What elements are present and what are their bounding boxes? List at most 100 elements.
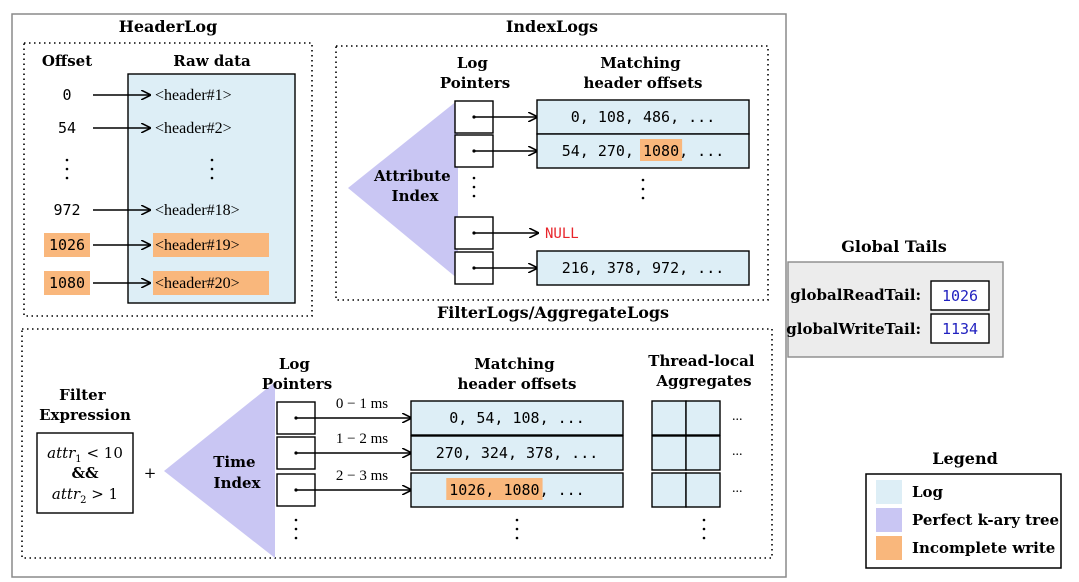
- filter-offsets-ellipsis-dot: [515, 527, 519, 531]
- filter-log-pointers-header: Log Pointers: [262, 355, 332, 393]
- attribute-index-label-line1: Attribute: [373, 167, 451, 185]
- thread-aggregate-cell: [685, 435, 721, 471]
- filter-log-pointers-header-line1: Log: [279, 355, 311, 373]
- index-pointer-ellipsis-dot: [472, 185, 476, 189]
- raw-data-ellipsis-dot: [210, 158, 214, 162]
- thread-aggregate-cell: [651, 435, 687, 471]
- filter-expression-line2: attr2 > 1: [52, 485, 118, 506]
- thread-aggregate-cell: [685, 472, 721, 508]
- offset-incomplete-highlight: [44, 233, 90, 257]
- time-index-label: Time Index: [213, 453, 261, 492]
- filterlogs-title: FilterLogs/AggregateLogs: [437, 303, 669, 322]
- attr-1-subscript: 1: [75, 454, 81, 465]
- header-raw-data: <header#20>: [155, 275, 240, 292]
- offset-ellipsis: [65, 158, 69, 180]
- filter-expression-box: [36, 432, 134, 514]
- index-offsets-part: 1080: [643, 142, 679, 160]
- global-read-tail-label: globalReadTail:: [790, 286, 921, 304]
- indexlogs-section: IndexLogs Log Pointers Matching header o…: [335, 17, 769, 301]
- legend-swatch-tree: [876, 508, 902, 532]
- thread-aggregate-cell: [651, 400, 687, 436]
- raw-data-log: [127, 73, 296, 304]
- raw-data-ellipsis-dot: [210, 167, 214, 171]
- header-raw-data: <header#1>: [155, 87, 232, 104]
- offset-ellipsis-dot: [65, 167, 69, 171]
- aggregate-column-ellipsis-dot: [702, 536, 706, 540]
- filter-expression-and: &&: [71, 464, 99, 482]
- index-log-pointers-header-line2: Pointers: [440, 74, 510, 92]
- index-pointer-ellipsis: [472, 176, 476, 198]
- filter-matching-offsets-header: Matching header offsets: [457, 355, 576, 393]
- filter-offsets-incomplete-highlight: [446, 478, 543, 500]
- attr-2-name: attr: [52, 485, 81, 503]
- attribute-index-tree: [348, 100, 458, 279]
- global-read-tail-box: [930, 280, 990, 311]
- plus-sign: +: [144, 464, 157, 482]
- raw-data-column-header: Raw data: [173, 52, 251, 70]
- index-matching-offsets-header: Matching header offsets: [583, 54, 702, 92]
- index-offsets-ellipsis-dot: [641, 178, 645, 182]
- time-range-label: 0 − 1 ms: [336, 396, 388, 412]
- legend-swatch-log: [876, 480, 902, 504]
- header-offset: 54: [58, 119, 76, 137]
- legend-swatch-incomplete: [876, 536, 902, 560]
- time-index-tree: [164, 382, 275, 558]
- index-log-pointers-header-line1: Log: [457, 54, 489, 72]
- index-matching-offsets-header-line1: Matching: [600, 54, 681, 72]
- index-pointer-ellipsis-dot: [472, 194, 476, 198]
- global-read-tail-value: 1026: [942, 287, 978, 305]
- filterlogs-section: FilterLogs/AggregateLogs Filter Expressi…: [21, 303, 773, 559]
- global-write-tail-box: [930, 313, 990, 344]
- filter-pointer-ellipsis-dot: [294, 536, 298, 540]
- index-offsets-part: 54, 270,: [562, 142, 634, 160]
- legend-label-tree: Perfect k-ary tree: [912, 511, 1059, 529]
- headerlog-title: HeaderLog: [119, 17, 218, 36]
- header-offset: 0: [62, 86, 71, 104]
- header-raw-data: <header#18>: [155, 202, 240, 219]
- index-offsets-part: 216, 378, 972, ...: [562, 259, 725, 277]
- global-tails-section: Global Tails globalReadTail: 1026 global…: [786, 237, 1004, 358]
- filter-offsets-ellipsis-dot: [515, 536, 519, 540]
- filter-offsets-part: 1026, 1080: [449, 481, 539, 499]
- index-offsets-part: , ...: [679, 142, 724, 160]
- main-panel: [11, 13, 787, 578]
- filter-expression-line1: attr1 < 10: [47, 444, 123, 465]
- aggregate-ellipsis: ...: [732, 481, 743, 496]
- time-range-label: 2 − 3 ms: [336, 468, 388, 484]
- filter-pointer-ellipsis: [294, 518, 298, 540]
- index-pointer-ellipsis-dot: [472, 176, 476, 180]
- filter-pointer-ellipsis-dot: [294, 518, 298, 522]
- time-index-label-line2: Index: [214, 474, 262, 492]
- header-offset: 1080: [49, 274, 85, 292]
- filter-offsets-part: 270, 324, 378, ...: [436, 444, 599, 462]
- index-log-pointers-header: Log Pointers: [440, 54, 510, 92]
- index-offsets-part: 0, 108, 486, ...: [571, 108, 716, 126]
- aggregate-ellipsis: ...: [732, 444, 743, 459]
- index-offsets-log: [536, 99, 750, 135]
- aggregate-ellipsis: ...: [732, 409, 743, 424]
- time-index-label-line1: Time: [213, 453, 255, 471]
- filter-matching-offsets-header-line1: Matching: [474, 355, 555, 373]
- thread-aggregate-cell: [651, 472, 687, 508]
- header-incomplete-highlight: [153, 233, 269, 257]
- filter-expression-title: Filter Expression: [39, 386, 131, 424]
- aggregate-column-ellipsis-dot: [702, 527, 706, 531]
- legend-title: Legend: [932, 449, 998, 468]
- headerlog-frame: [23, 42, 313, 317]
- legend-label-log: Log: [912, 483, 944, 501]
- filter-offsets-part: , ...: [540, 481, 585, 499]
- index-offsets-log: [536, 250, 750, 286]
- time-range-label: 1 − 2 ms: [336, 431, 388, 447]
- null-pointer-label: NULL: [545, 226, 579, 242]
- filter-offsets-ellipsis: [515, 518, 519, 540]
- global-write-tail-value: 1134: [942, 320, 978, 338]
- offset-ellipsis-dot: [65, 158, 69, 162]
- filter-pointer-ellipsis-dot: [294, 527, 298, 531]
- thread-aggregate-cell: [685, 400, 721, 436]
- attr-1-condition: < 10: [82, 444, 123, 462]
- raw-data-ellipsis-dot: [210, 176, 214, 180]
- filterlogs-frame: [21, 328, 773, 559]
- index-matching-offsets-header-line2: header offsets: [583, 74, 702, 92]
- raw-data-ellipsis: [210, 158, 214, 180]
